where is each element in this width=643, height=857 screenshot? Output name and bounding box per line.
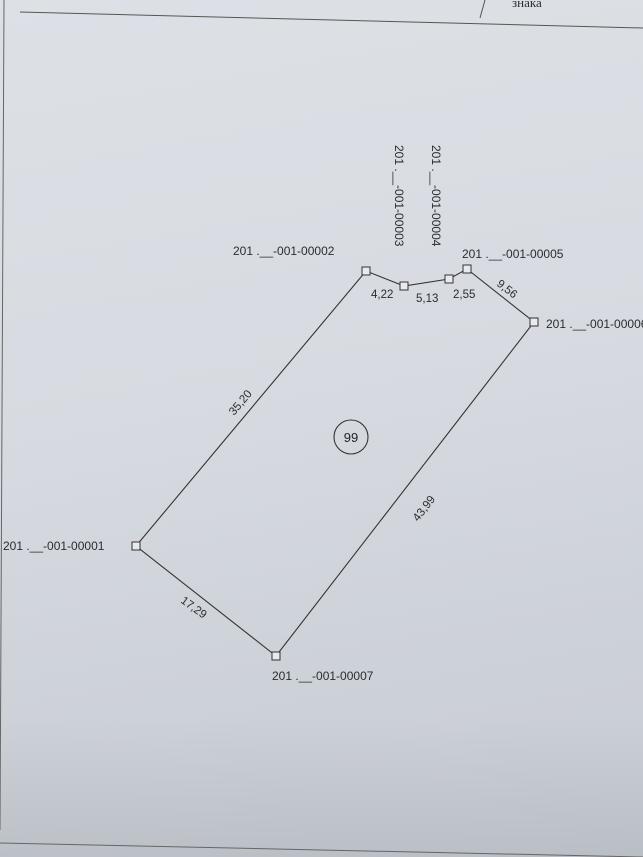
parcel-number-marker: 99 xyxy=(333,419,369,455)
point-marker-6 xyxy=(529,317,539,327)
point-label-1: 201 .__-001-00001 xyxy=(3,539,105,553)
point-marker-5 xyxy=(462,264,472,274)
segment-length-5-6: 9,56 xyxy=(494,278,519,301)
point-marker-1 xyxy=(131,541,141,551)
header-text: знака xyxy=(512,0,542,10)
sheet-border-left xyxy=(0,0,5,831)
header-table: знака xyxy=(19,0,643,29)
segment-length-7-1: 17,29 xyxy=(178,595,208,622)
header-divider xyxy=(479,0,486,19)
point-label-5: 201 .__-001-00005 xyxy=(462,247,564,261)
point-marker-2 xyxy=(361,266,371,276)
point-label-2: 201 .__-001-00002 xyxy=(233,244,335,258)
segment-length-4-5: 2,55 xyxy=(453,289,475,301)
point-marker-7 xyxy=(271,651,281,661)
parcel-circle xyxy=(333,419,369,455)
segment-length-6-7: 43,99 xyxy=(411,494,438,524)
point-label-4: 201 .__-001-00004 xyxy=(429,145,443,247)
parcel-boundary xyxy=(135,268,535,657)
sheet-border-bottom xyxy=(0,842,643,857)
point-marker-4 xyxy=(444,274,454,284)
point-marker-3 xyxy=(399,281,409,291)
point-label-7: 201 .__-001-00007 xyxy=(272,669,374,683)
point-label-3: 201 .__-001-00003 xyxy=(392,145,406,247)
point-label-6: 201 .__-001-00006 xyxy=(546,317,643,331)
segment-lengths: 35,20 4,22 5,13 2,55 9,56 43,99 17,29 xyxy=(178,278,519,621)
point-labels: 201 .__-001-00001 201 .__-001-00002 201 … xyxy=(3,145,643,683)
boundary-points xyxy=(131,264,539,661)
segment-length-2-3: 4,22 xyxy=(371,289,393,301)
segment-length-1-2: 35,20 xyxy=(227,388,255,418)
header-rule xyxy=(19,11,643,29)
parcel-number: 99 xyxy=(344,430,358,445)
segment-length-3-4: 5,13 xyxy=(416,293,438,305)
